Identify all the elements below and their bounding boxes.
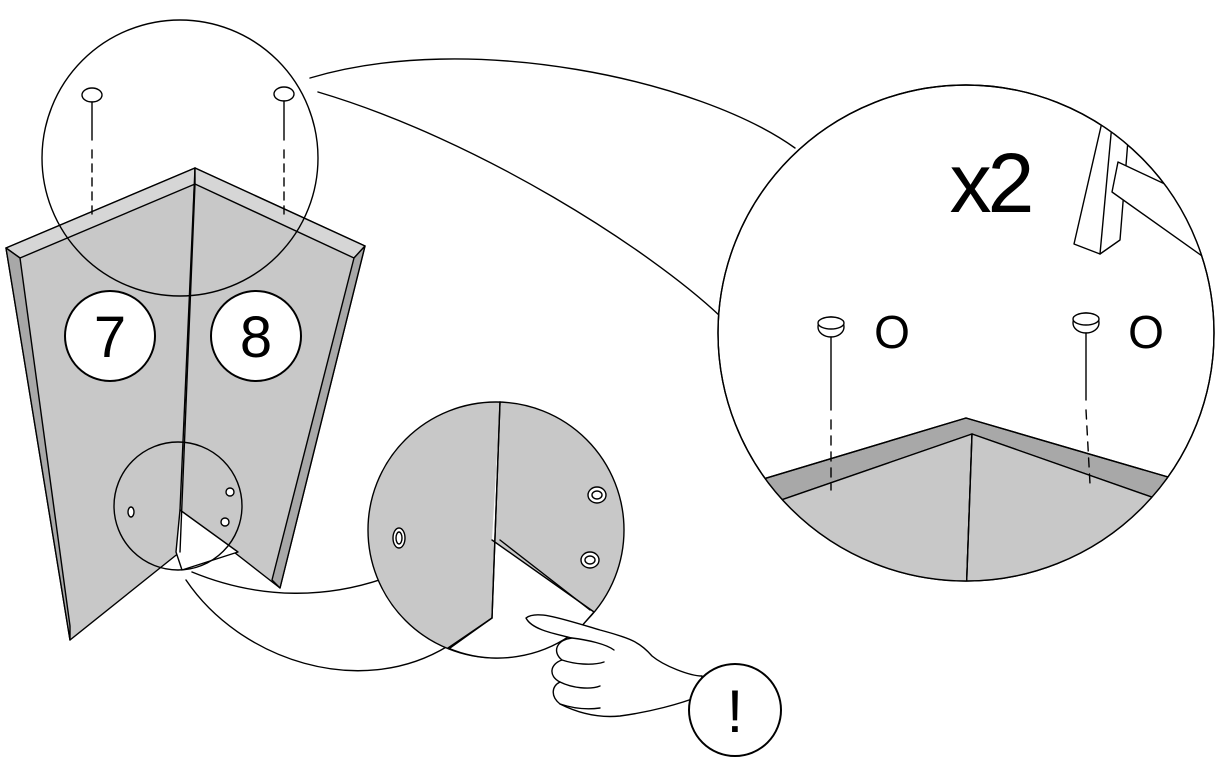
callout-connectors (185, 58, 796, 672)
nail-mark-left: O (874, 306, 910, 358)
dowel-hole-icon (392, 527, 406, 549)
dowel-hole-icon (127, 506, 135, 518)
panel-8-side-edge (271, 245, 366, 589)
warning-mark: ! (727, 678, 744, 745)
panel-number-7: 7 (94, 305, 126, 370)
quantity-label: x2 (950, 136, 1031, 230)
nail-icon (1072, 312, 1100, 485)
dowel-hole-icon (580, 551, 600, 569)
panel-label-8: 8 (210, 290, 302, 382)
pointing-hand-icon (525, 614, 703, 718)
panel-7-side-edge (5, 247, 71, 641)
nail-callout-small (41, 19, 319, 297)
warning-badge: ! (688, 663, 782, 757)
dowel-hole-icon (587, 486, 607, 504)
dowel-hole-icon (220, 517, 230, 527)
panel-number-8: 8 (240, 305, 272, 370)
nail-mark-right: O (1128, 306, 1164, 358)
nail-icon (81, 87, 103, 215)
panel-assembly (5, 167, 366, 641)
hole-callout-large (367, 401, 625, 659)
nail-icon (817, 316, 845, 491)
nail-callout-large: x2 O O (717, 84, 1215, 582)
panel-label-7: 7 (64, 290, 156, 382)
hole-callout-small (113, 441, 243, 571)
nail-icon (273, 86, 295, 215)
dowel-hole-icon (225, 487, 235, 497)
